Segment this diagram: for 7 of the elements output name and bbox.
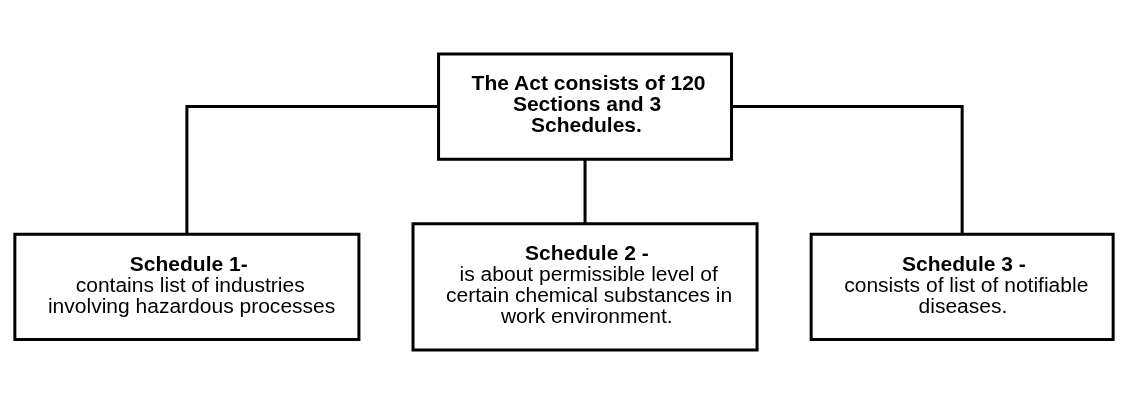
node-box: The Act consists of 120 Sections and 3 Schedules. — [437, 52, 733, 161]
connector — [731, 104, 964, 234]
node-box: Schedule 2 - is about permissible level of certain chemical substances in work environment. — [411, 221, 759, 351]
node-box: Schedule 3 - consists of list of notifiable diseases. — [809, 232, 1115, 341]
connector — [185, 104, 439, 234]
node-box: Schedule 1- contains list of industries involving hazardous processes — [13, 232, 361, 341]
connector — [583, 158, 587, 224]
